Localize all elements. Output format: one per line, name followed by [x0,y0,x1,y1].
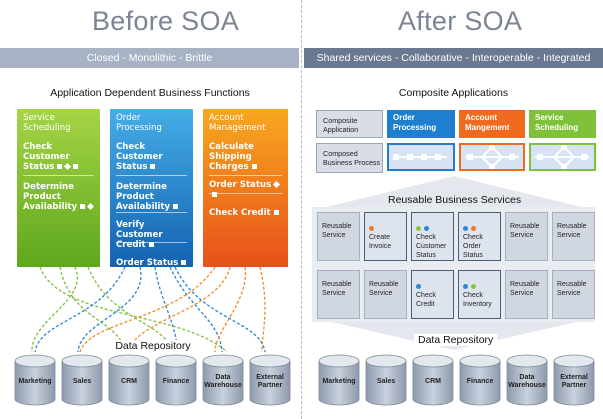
process-service-scheduling [529,143,596,171]
database-icon [412,354,454,406]
column-header: Account Management [209,113,266,133]
service-dots [416,224,453,233]
service-reusable: Reusable Service [364,270,407,319]
column-item: Order Status [203,180,288,200]
process-order-processing [387,143,455,171]
database-cylinder: Marketing [318,354,360,406]
process-flow-icon [535,145,589,169]
column-separator [23,175,94,176]
column-header: Order Processing [116,113,162,133]
database-cylinder: CRM [412,354,454,406]
before-section-title: Application Dependent Business Functions [50,87,250,99]
database-icon [202,354,244,406]
service-check-inventory: Check Inventory [458,270,501,319]
column-item: Determine Product Availability [17,182,100,212]
database-cylinder: CRM [108,354,150,406]
database-cylinder: Finance [459,354,501,406]
database-icon [155,354,197,406]
composite-application-label: Composite Application [316,110,383,138]
app-service-scheduling: Service Scheduling [529,110,596,138]
column-service-scheduling: Service Scheduling Check Customer Status… [17,109,100,267]
database-label: Marketing [322,378,356,385]
database-icon [318,354,360,406]
column-header: Service Scheduling [23,113,71,133]
database-label: Sales [376,378,396,385]
column-separator [209,193,282,194]
service-reusable: Reusable Service [505,212,548,261]
database-cylinder: Sales [61,354,103,406]
column-order-processing: Order Processing Check Customer Status D… [110,109,193,268]
app-order-processing: Order Processing [387,110,455,138]
after-section-title: Composite Applications [398,87,509,99]
service-dots [463,282,500,291]
database-cylinder: Sales [365,354,407,406]
services-title: Reusable Business Services [388,194,522,206]
database-label: Sales [72,378,92,385]
service-reusable: Reusable Service [317,270,360,319]
column-item: Calculate Shipping Charges [203,142,288,172]
database-icon [14,354,56,406]
column-item: Order Status [110,258,193,268]
service-check-customer-status: Check Customer Status [411,212,454,261]
process-account-management [459,143,525,171]
database-icon [553,354,595,406]
column-separator [116,242,187,243]
column-item: Verify Customer Credit [116,220,163,250]
after-soa-title: After SOA [398,6,523,36]
column-item: Check Customer Status [116,142,163,172]
database-cylinder: External Partner [553,354,595,406]
database-icon [459,354,501,406]
database-cylinder: Marketing [14,354,56,406]
database-icon [365,354,407,406]
database-cylinder: External Partner [249,354,291,406]
app-account-management: Account Mangement [459,110,525,138]
after-repo-label: Data Repository [414,334,498,346]
column-separator [116,212,187,213]
database-cylinder: Data Warehouse [506,354,548,406]
before-soa-title: Before SOA [92,6,240,36]
process-flow-icon [465,145,519,169]
database-label: CRM [121,378,137,385]
database-cylinder: Finance [155,354,197,406]
column-item: Check Credit [203,208,288,218]
before-connection-lines [31,266,266,353]
service-create-invoice: Create Invoice [364,212,407,261]
service-reusable: Reusable Service [317,212,360,261]
column-separator [209,175,282,176]
service-reusable: Reusable Service [552,270,595,319]
database-label: Finance [162,378,190,385]
database-label: Data Warehouse [204,374,242,389]
service-dots [369,224,406,233]
services-fan-shape [314,176,594,210]
service-dots [463,224,500,233]
after-band: Shared services - Collaborative - Intero… [304,48,603,68]
service-check-order-status: Check Order Status [458,212,501,261]
database-icon [61,354,103,406]
database-cylinder: Data Warehouse [202,354,244,406]
database-icon [249,354,291,406]
database-label: External Partner [256,374,284,389]
column-separator [116,175,187,176]
column-account-management: Account Management Calculate Shipping Ch… [203,109,288,267]
column-item: Check Customer Status [17,142,100,172]
before-band: Closed - Monolithic - Brittle [0,48,299,68]
center-divider [301,0,302,419]
column-item: Determine Product Availability [110,182,193,212]
database-label: Finance [466,378,494,385]
database-label: Data Warehouse [508,374,546,389]
process-flow-icon [393,154,447,160]
database-icon [506,354,548,406]
service-reusable: Reusable Service [505,270,548,319]
database-label: CRM [425,378,441,385]
service-check-credit: Check Credit [411,270,454,319]
before-repo-label: Data Repository [108,340,198,352]
service-reusable: Reusable Service [552,212,595,261]
database-icon [108,354,150,406]
database-label: External Partner [560,374,588,389]
composed-process-label: Composed Business Process [316,143,383,173]
service-dots [416,282,453,291]
database-label: Marketing [18,378,52,385]
